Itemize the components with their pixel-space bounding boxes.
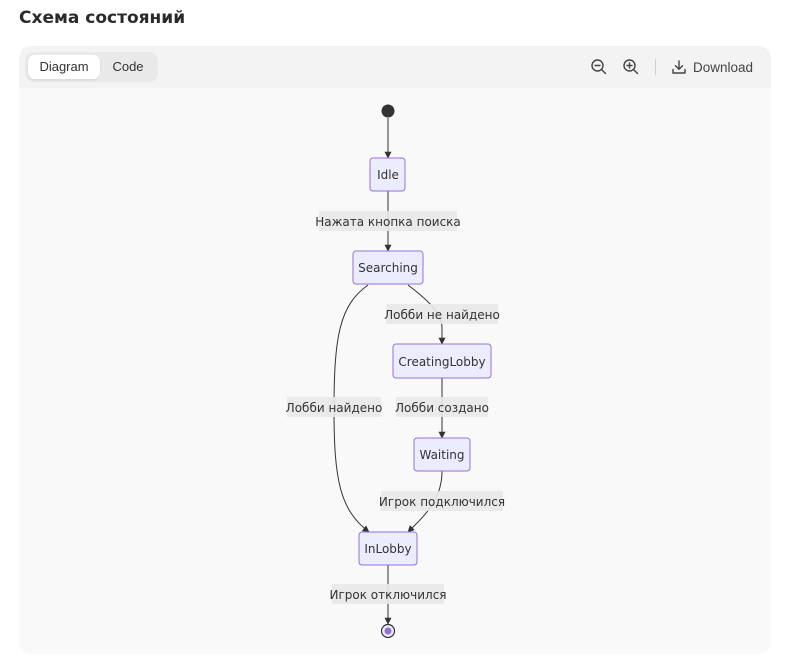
edge-label-idle-searching: Нажата кнопка поиска (315, 211, 461, 231)
svg-text:Searching: Searching (358, 261, 418, 275)
svg-text:Нажата кнопка поиска: Нажата кнопка поиска (315, 215, 461, 229)
edge-label-searching-inlobby: Лобби найдено (286, 397, 383, 417)
state-searching: Searching (352, 250, 424, 285)
end-state-inner (384, 627, 392, 635)
zoom-out-icon (591, 59, 607, 75)
state-diagram: Нажата кнопка поиска Лобби не найдено Ло… (286, 104, 505, 639)
download-icon (672, 60, 686, 74)
diagram-panel: Diagram Code Downloa (19, 46, 771, 654)
toolbar: Diagram Code Downloa (19, 46, 771, 88)
tab-code[interactable]: Code (112, 59, 144, 74)
tab-diagram[interactable]: Diagram (28, 55, 100, 79)
svg-text:Waiting: Waiting (419, 448, 464, 462)
state-waiting: Waiting (413, 437, 471, 472)
svg-text:Лобби найдено: Лобби найдено (286, 401, 383, 415)
edge-label-inlobby-end: Игрок отключился (329, 584, 447, 604)
svg-text:CreatingLobby: CreatingLobby (398, 355, 485, 369)
page-title: Схема состояний (19, 8, 186, 28)
start-state (381, 104, 395, 118)
state-creatinglobby: CreatingLobby (392, 343, 492, 379)
svg-text:InLobby: InLobby (364, 542, 411, 556)
view-tabs: Diagram Code (25, 52, 158, 82)
svg-text:Игрок отключился: Игрок отключился (329, 588, 446, 602)
state-idle: Idle (369, 157, 406, 192)
download-button[interactable]: Download (671, 56, 753, 78)
toolbar-divider (655, 59, 656, 75)
svg-text:Лобби создано: Лобби создано (395, 401, 489, 415)
edge-label-creatinglobby-waiting: Лобби создано (395, 397, 489, 417)
zoom-in-icon (623, 59, 639, 75)
zoom-in-button[interactable] (620, 56, 642, 78)
state-inlobby: InLobby (358, 531, 418, 566)
edge-label-searching-creatinglobby: Лобби не найдено (384, 304, 500, 324)
svg-text:Игрок подключился: Игрок подключился (379, 495, 505, 509)
zoom-out-button[interactable] (588, 56, 610, 78)
svg-text:Idle: Idle (377, 168, 399, 182)
edge-label-waiting-inlobby: Игрок подключился (379, 491, 505, 511)
download-label: Download (693, 59, 754, 75)
svg-text:Лобби не найдено: Лобби не найдено (384, 308, 500, 322)
